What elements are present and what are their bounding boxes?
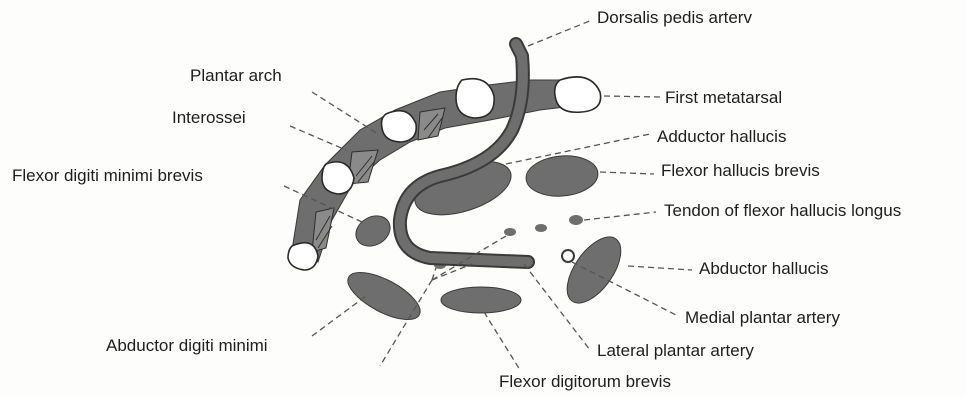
first-metatarsal-bone: [555, 77, 601, 112]
label-tendon-flexor-hallucis-longus: Tendon of flexor hallucis longus: [664, 201, 901, 221]
fifth-metatarsal-bone: [288, 243, 318, 270]
leader-flexor-hallucis-brevis: [600, 172, 654, 174]
fourth-metatarsal-bone: [322, 162, 354, 194]
flexor-hallucis-brevis-muscle: [524, 153, 599, 199]
interosseous-muscle: [418, 108, 445, 140]
label-plantar-arch: Plantar arch: [190, 66, 282, 86]
label-flexor-hallucis-brevis: Flexor hallucis brevis: [661, 161, 820, 181]
medial-plantar-artery-ring: [562, 250, 574, 262]
leader-dorsalis-pedis: [528, 20, 592, 46]
label-abductor-hallucis: Abductor hallucis: [699, 259, 828, 279]
label-flexor-digitorum-brevis: Flexor digitorum brevis: [499, 372, 671, 392]
label-first-metatarsal: First metatarsal: [665, 88, 782, 108]
flexor-digitorum-brevis-muscle: [441, 287, 521, 313]
label-interossei: Interossei: [172, 108, 246, 128]
label-medial-plantar-artery: Medial plantar artery: [685, 308, 840, 328]
flexor-tendon: [535, 224, 547, 232]
leader-abductor-digiti-minimi: [312, 296, 366, 336]
label-lateral-plantar-artery: Lateral plantar artery: [597, 341, 754, 361]
third-metatarsal-bone: [382, 111, 417, 142]
abductor-digiti-minimi-muscle: [341, 263, 427, 329]
label-dorsalis-pedis-artery: Dorsalis pedis arterv: [597, 8, 752, 28]
interosseous-muscle: [312, 208, 334, 252]
label-flexor-digiti-minimi-brevis: Flexor digiti minimi brevis: [12, 166, 203, 186]
second-metatarsal-bone: [456, 79, 494, 118]
flexor-digiti-minimi-brevis-muscle: [350, 210, 395, 252]
leader-abductor-hallucis: [628, 266, 692, 270]
label-abductor-digiti-minimi: Abductor digiti minimi: [106, 336, 268, 356]
label-adductor-hallucis: Adductor hallucis: [657, 127, 786, 147]
abductor-hallucis-muscle: [557, 228, 632, 312]
leader-flexor-digitorum-brevis: [484, 312, 520, 370]
flexor-tendon: [504, 228, 516, 236]
leader-tendon-flexor-hallucis-longus: [584, 212, 656, 220]
leader-first-metatarsal: [604, 96, 660, 97]
tendon-flexor-hallucis-longus: [569, 215, 583, 225]
leader-interossei: [290, 126, 346, 150]
